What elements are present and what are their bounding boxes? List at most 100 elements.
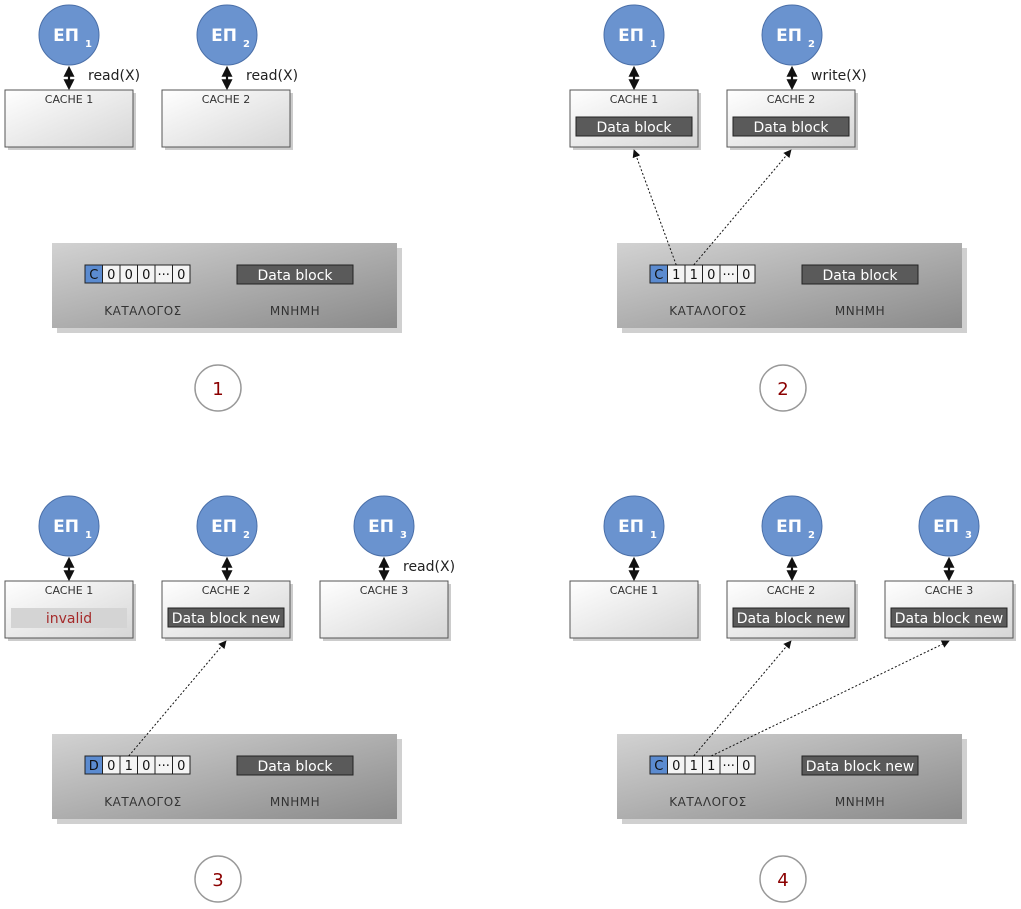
memory-data-label: Data block [257,268,333,284]
cache-box [4,89,134,148]
step-circle [759,855,807,903]
cache-title: CACHE 1 [610,584,658,597]
operation-label: write(X) [811,68,867,84]
cache-title: CACHE 3 [360,584,408,597]
step-circle [194,855,242,903]
processor-circle [353,495,415,557]
directory-bit: 0 [142,759,150,774]
processor-subscript: 1 [85,530,92,541]
directory-bit: 0 [107,268,115,283]
directory-label: ΚΑΤΑΛΟΓΟΣ [669,795,746,809]
directory-bit: 1 [125,759,133,774]
directory-bit: 0 [707,268,715,283]
step-number: 2 [777,379,788,400]
cache-box [319,580,449,639]
directory-label: ΚΑΤΑΛΟΓΟΣ [104,795,181,809]
directory-bit: 1 [690,268,698,283]
step-marker: 1 [194,364,242,412]
cache-1: CACHE 1 [4,89,136,150]
processor-circle [603,4,665,66]
processor-label: ΕΠ [53,517,79,537]
processor-circle [38,4,100,66]
directory-bit: 0 [107,759,115,774]
cache-data-label: Data block [596,120,672,136]
operation-label: read(X) [88,68,140,84]
processor-label: ΕΠ [618,517,644,537]
cache-title: CACHE 2 [202,93,250,106]
processor-circle [196,495,258,557]
cache-title: CACHE 1 [45,584,93,597]
cache-data-label: Data block new [172,611,280,627]
directory-bit: ··· [158,268,170,283]
cache-data-block [732,116,850,137]
directory-bit: 0 [177,759,185,774]
memory-box [617,243,962,328]
processor-subscript: 3 [965,530,972,541]
cache-data-block [167,607,285,628]
processor-label: ΕΠ [776,26,802,46]
cache-data-block [732,607,850,628]
directory-bit: 1 [690,759,698,774]
directory-bit-cell [737,755,756,775]
cache-data-block [575,116,693,137]
memory-data-label: Data block new [806,759,914,775]
cache-title: CACHE 1 [45,93,93,106]
processor-subscript: 3 [400,530,407,541]
cache-title: CACHE 1 [610,93,658,106]
memory-box [617,734,962,819]
memory-data-block [801,264,919,285]
cache-1: CACHE 1 Data block [569,89,701,150]
processor-label: ΕΠ [53,26,79,46]
cache-title: CACHE 2 [767,93,815,106]
directory-state: C [654,268,663,283]
directory-bit-cell [737,264,756,284]
directory-bit: 0 [742,268,750,283]
directory-bit: ··· [723,759,735,774]
processor-circle [761,4,823,66]
step-marker: 3 [194,855,242,903]
memory-data-label: Data block [257,759,333,775]
memory-data-block [236,264,354,285]
directory-bit-cell [172,755,191,775]
directory-bit: 1 [707,759,715,774]
directory-pointer-arrow [693,149,792,266]
processor-subscript: 1 [650,530,657,541]
cache-2: CACHE 2 Data block new [161,580,293,641]
directory-pointer-arrow [632,149,677,266]
directory-pointer-arrow [711,640,950,757]
directory-pointer-arrow [693,640,792,757]
operation-label: read(X) [246,68,298,84]
processor-circle [603,495,665,557]
cache-title: CACHE 2 [202,584,250,597]
directory-bit: ··· [723,268,735,283]
directory-state: D [89,759,99,774]
directory-state: C [654,759,663,774]
cache-box [569,580,699,639]
directory-bit: 0 [672,759,680,774]
directory-bit-cell [172,264,191,284]
memory-label: ΜΝΗΜΗ [270,795,320,809]
cache-2: CACHE 2 [161,89,293,150]
cache-data-label: Data block new [737,611,845,627]
memory-data-label: Data block [822,268,898,284]
memory-box [52,734,397,819]
directory-bit: 0 [142,268,150,283]
step-number: 4 [777,870,788,891]
cache-data-block [890,607,1008,628]
directory-label: ΚΑΤΑΛΟΓΟΣ [104,304,181,318]
memory-data-block [801,755,919,776]
memory-data-block [236,755,354,776]
processor-label: ΕΠ [211,517,237,537]
directory-bit: 0 [125,268,133,283]
